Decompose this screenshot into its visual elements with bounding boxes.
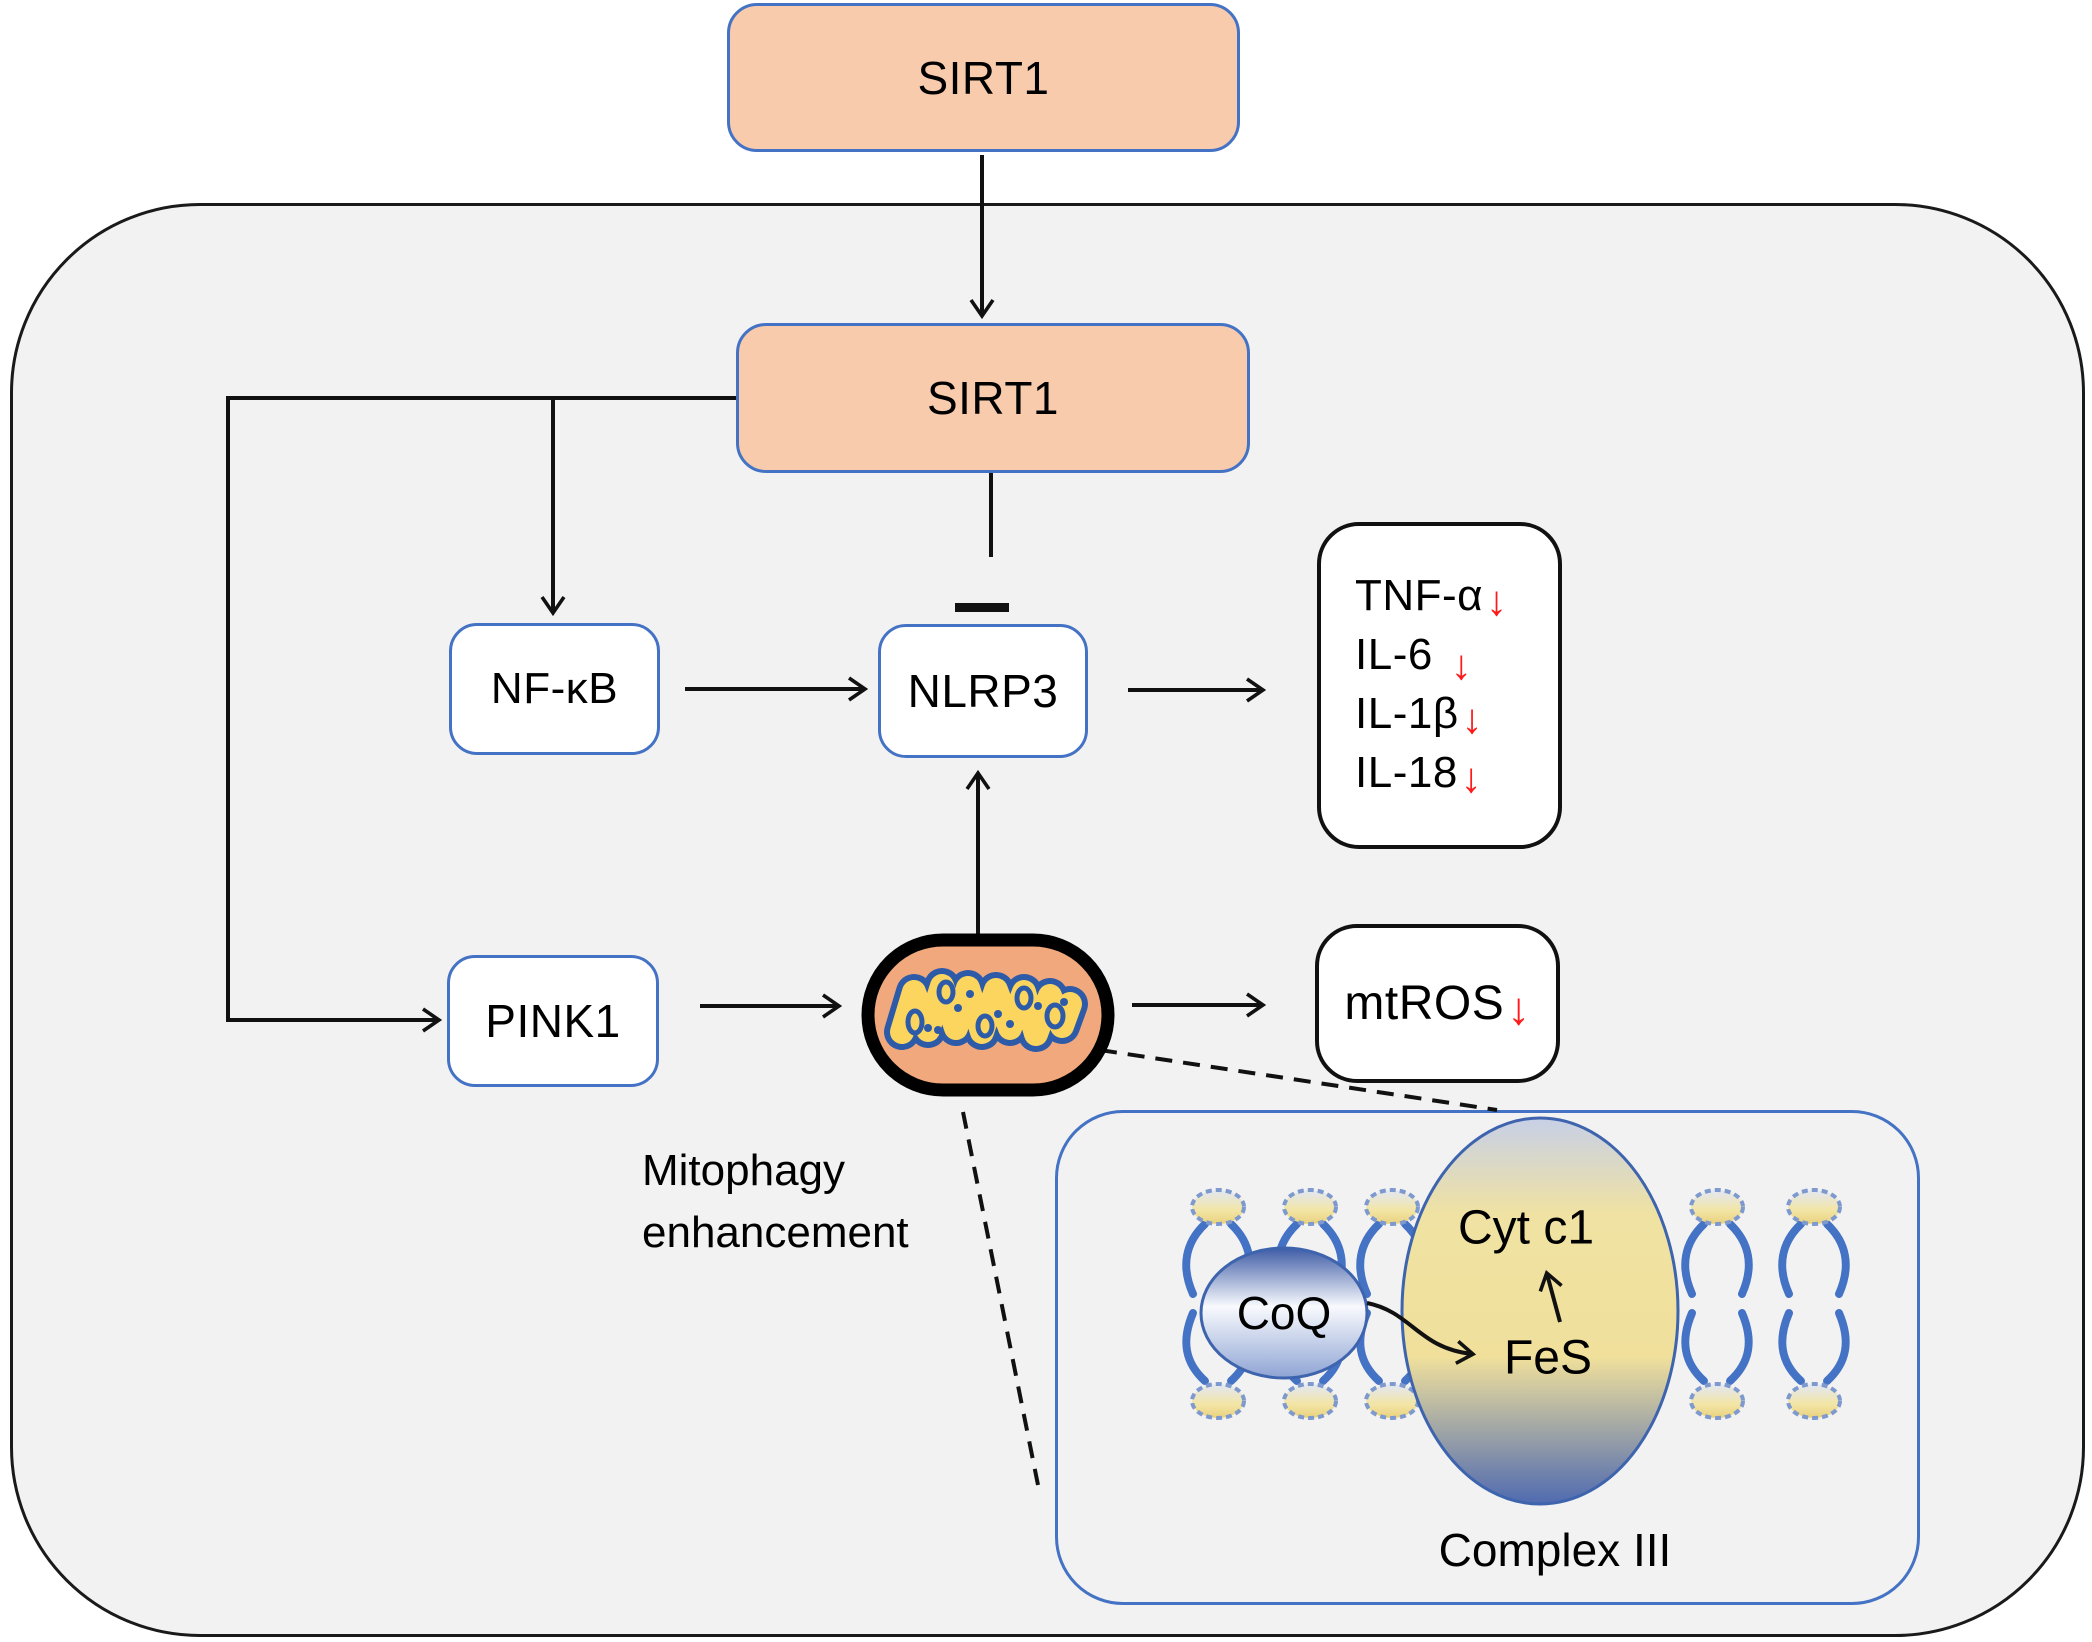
nfkb-node: NF-κB bbox=[449, 623, 660, 755]
cytc1-ellipse bbox=[1400, 1116, 1680, 1506]
fes-label: FeS bbox=[1503, 1331, 1593, 1385]
sirt1-top-label: SIRT1 bbox=[917, 51, 1050, 104]
line-sirt1-to-pink1 bbox=[226, 396, 736, 1033]
mtros-label: mtROS bbox=[1344, 977, 1505, 1030]
complex-iii-title: Complex III bbox=[1438, 1524, 1672, 1576]
sirt1-cell-node: SIRT1 bbox=[736, 323, 1250, 473]
mtros-box: mtROS↓ bbox=[1315, 924, 1560, 1083]
inhibition-bar-icon bbox=[955, 603, 1009, 612]
cytokine-line: TNF-α↓ bbox=[1355, 566, 1508, 625]
mitophagy-label: Mitophagy enhancement bbox=[642, 1140, 909, 1264]
arrow-coq-to-fes bbox=[1366, 1301, 1477, 1365]
cytokine-name: IL-18 bbox=[1355, 748, 1458, 797]
nlrp3-node: NLRP3 bbox=[878, 624, 1088, 758]
cytokine-name: IL-6 bbox=[1355, 630, 1433, 679]
down-arrow-icon: ↓ bbox=[1460, 754, 1483, 801]
down-arrow-icon: ↓ bbox=[1461, 695, 1484, 742]
complex-iii-box bbox=[1055, 1110, 1920, 1605]
pink1-label: PINK1 bbox=[485, 995, 621, 1047]
cytokine-line: IL-18↓ bbox=[1355, 743, 1482, 802]
pink1-node: PINK1 bbox=[447, 955, 659, 1087]
mitochondrion-illustration bbox=[861, 933, 1115, 1097]
arrow-fes-to-cytc1 bbox=[1538, 1269, 1563, 1323]
coq-ellipse bbox=[1199, 1246, 1369, 1380]
coq-label: CoQ bbox=[1236, 1287, 1332, 1339]
sirt1-top-node: SIRT1 bbox=[727, 3, 1240, 152]
down-arrow-icon: ↓ bbox=[1507, 982, 1531, 1034]
sirt1-cell-label: SIRT1 bbox=[926, 372, 1060, 424]
cytokine-line: IL-6 ↓ bbox=[1355, 625, 1472, 688]
mitophagy-line1: Mitophagy bbox=[642, 1146, 846, 1195]
mitophagy-line2: enhancement bbox=[642, 1208, 909, 1257]
nfkb-label: NF-κB bbox=[490, 664, 619, 713]
cytokine-name: IL-1β bbox=[1355, 689, 1459, 738]
down-arrow-icon: ↓ bbox=[1486, 577, 1508, 624]
cytokine-name: TNF-α bbox=[1355, 571, 1484, 620]
callout-dash-lower bbox=[961, 1111, 1040, 1486]
down-arrow-icon: ↓ bbox=[1450, 641, 1473, 688]
callout-dash-upper bbox=[1099, 1048, 1498, 1112]
cytokines-box: TNF-α↓ IL-6↓ IL-1β↓ IL-18↓ bbox=[1317, 522, 1562, 849]
nlrp3-label: NLRP3 bbox=[907, 665, 1059, 717]
cytc1-label: Cyt c1 bbox=[1457, 1201, 1595, 1255]
cytokine-line: IL-1β↓ bbox=[1355, 684, 1483, 743]
